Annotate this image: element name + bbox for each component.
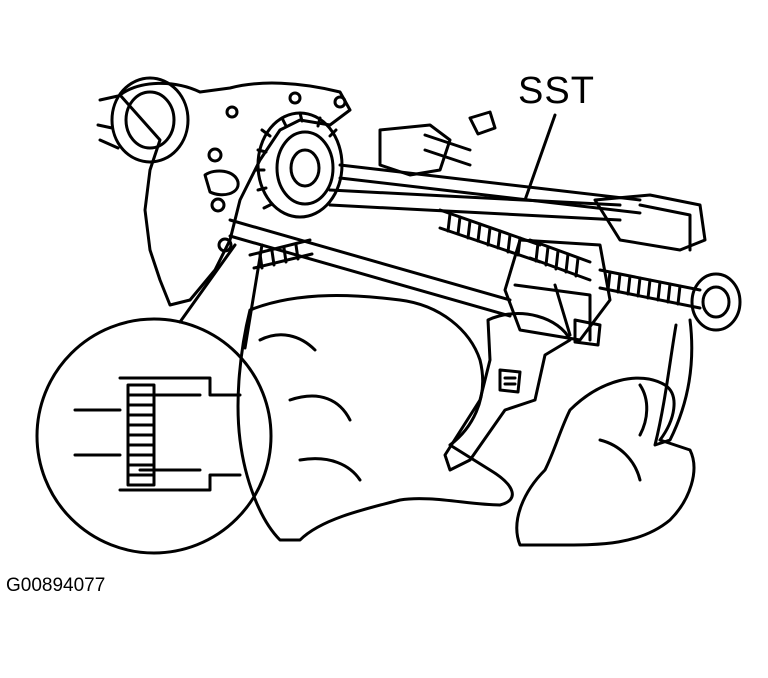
figure-id: G00894077 xyxy=(6,575,106,596)
detail-magnifier xyxy=(35,243,273,555)
special-service-tool xyxy=(228,110,707,347)
left-hand xyxy=(236,294,514,542)
ring-gear xyxy=(254,111,344,219)
sst-leader-line xyxy=(523,113,557,202)
sst-callout-label: SST xyxy=(518,70,595,112)
transmission-case xyxy=(96,76,352,307)
ratchet-handle xyxy=(653,272,742,447)
adjustable-wrench xyxy=(443,312,572,472)
right-hand xyxy=(515,376,696,547)
forcing-screw xyxy=(248,208,702,310)
